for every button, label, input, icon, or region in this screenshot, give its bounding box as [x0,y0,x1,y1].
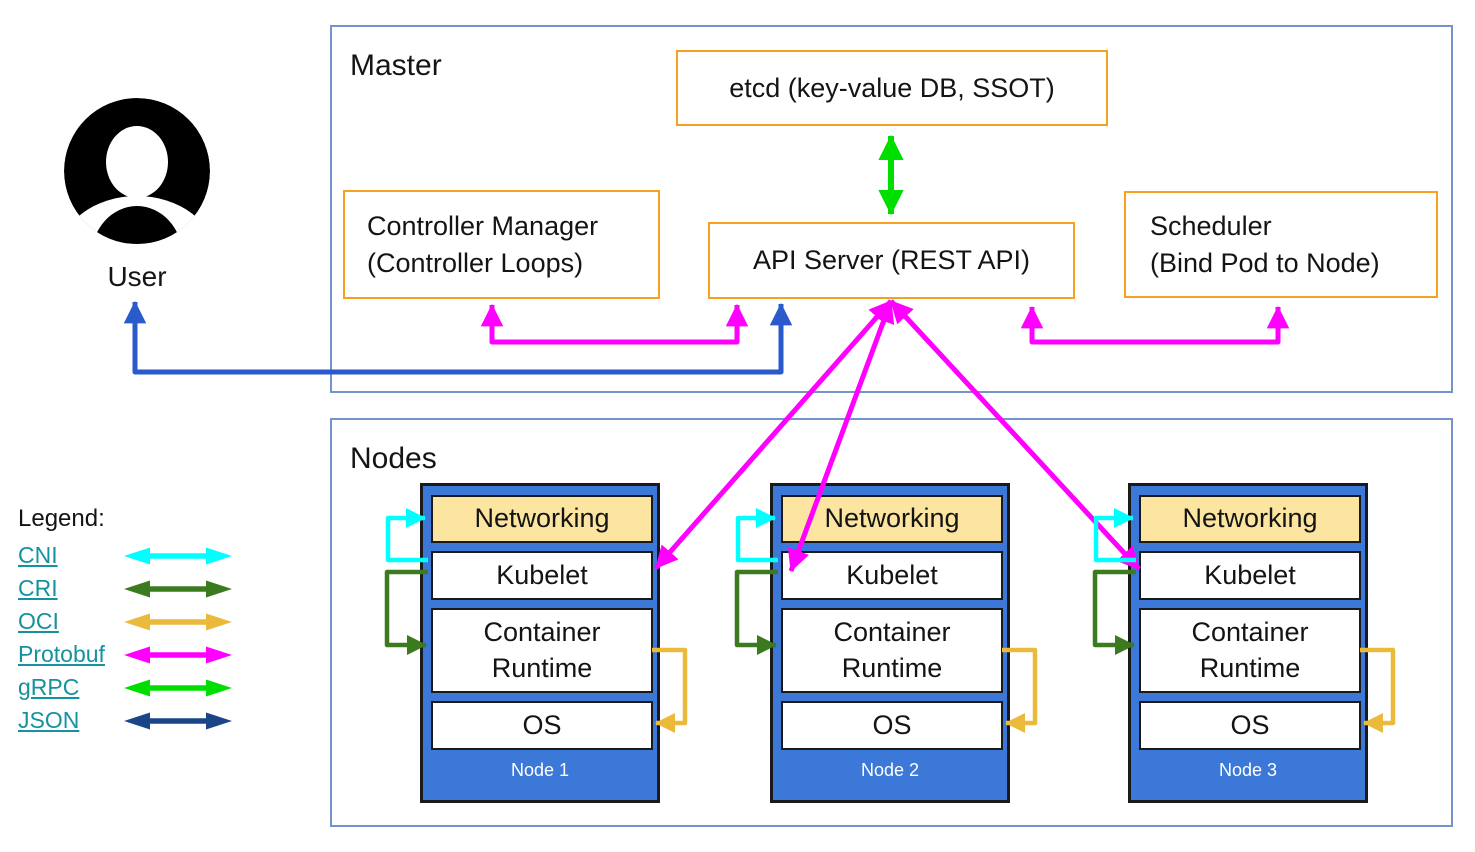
legend-row-json: JSON [18,704,232,737]
user-icon [64,98,210,244]
node-3-networking: Networking [1139,495,1361,543]
node-2-kubelet: Kubelet [781,551,1003,600]
node-3: Networking Kubelet Container Runtime OS … [1128,483,1368,803]
node-2-name: Node 2 [860,760,920,780]
kubelet-label: Kubelet [846,559,938,590]
legend-row-grpc: gRPC [18,671,232,704]
os-label: OS [522,709,562,740]
node-1-kubelet: Kubelet [431,551,653,600]
node-3-os: OS [1139,701,1361,750]
node-1-name: Node 1 [510,760,570,780]
os-label: OS [872,709,912,740]
json-arrow-icon [124,712,232,729]
nodes-title: Nodes [350,442,437,475]
node-3-kubelet: Kubelet [1139,551,1361,600]
networking-label: Networking [1182,503,1318,534]
container-runtime-label: Container Runtime [483,617,601,683]
legend-title: Legend: [18,505,105,532]
cri-link[interactable]: CRI [18,575,58,601]
legend-row-cni: CNI [18,539,232,572]
legend: Legend: CNI CRI OCI [18,505,232,737]
node-2-os: OS [781,701,1003,750]
legend-row-oci: OCI [18,605,232,638]
node-1-os: OS [431,701,653,750]
etcd-box: etcd (key-value DB, SSOT) [676,50,1108,126]
node-1-networking: Networking [431,495,653,543]
protobuf-link[interactable]: Protobuf [18,641,105,667]
oci-link[interactable]: OCI [18,608,59,634]
scheduler-label: Scheduler (Bind Pod to Node) [1150,211,1380,278]
api-server-label: API Server (REST API) [752,245,1031,276]
cni-link[interactable]: CNI [18,542,58,568]
json-link[interactable]: JSON [18,707,80,733]
kubelet-label: Kubelet [1204,559,1296,590]
grpc-arrow-icon [124,679,232,696]
networking-label: Networking [474,503,610,534]
oci-arrow-icon [124,613,232,630]
kubelet-label: Kubelet [496,559,588,590]
node-1: Networking Kubelet Container Runtime OS … [420,483,660,803]
controller-manager-label: Controller Manager (Controller Loops) [367,211,599,278]
os-label: OS [1230,709,1270,740]
legend-row-cri: CRI [18,572,232,605]
api-server-box: API Server (REST API) [708,222,1075,299]
node-2: Networking Kubelet Container Runtime OS … [770,483,1010,803]
cni-arrow-icon [124,547,232,564]
scheduler-box: Scheduler (Bind Pod to Node) [1124,191,1438,298]
user: User [62,96,212,293]
node-2-networking: Networking [781,495,1003,543]
node-1-container-runtime: Container Runtime [431,608,653,693]
user-label: User [107,261,167,292]
networking-label: Networking [824,503,960,534]
container-runtime-label: Container Runtime [833,617,951,683]
protobuf-arrow-icon [124,646,232,663]
node-3-container-runtime: Container Runtime [1139,608,1361,693]
cri-arrow-icon [124,580,232,597]
node-3-name: Node 3 [1218,760,1278,780]
node-2-container-runtime: Container Runtime [781,608,1003,693]
grpc-link[interactable]: gRPC [18,674,80,700]
legend-row-protobuf: Protobuf [18,638,232,671]
etcd-label: etcd (key-value DB, SSOT) [729,72,1055,103]
controller-manager-box: Controller Manager (Controller Loops) [343,190,660,299]
master-title: Master [350,49,442,82]
container-runtime-label: Container Runtime [1191,617,1309,683]
